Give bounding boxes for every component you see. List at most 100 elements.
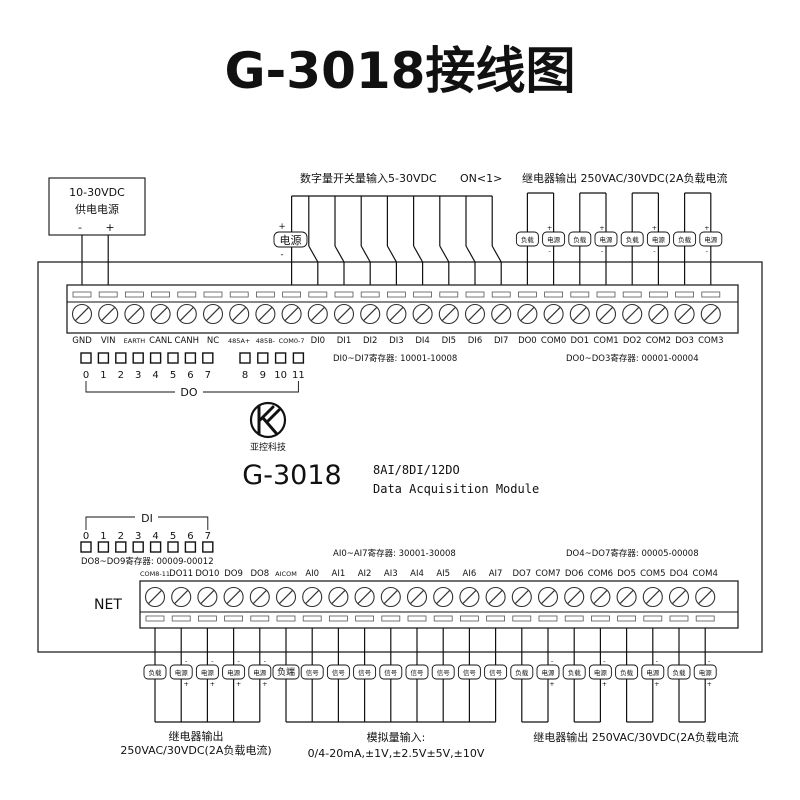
analog-signal-chip: 信号 [431,664,455,680]
top-chip-plus-sign: + [652,224,657,232]
top-chip-minus-sign: - [653,247,656,255]
bottom-chip-plus-sign: + [183,680,188,688]
top-terminal-screw [543,303,564,325]
do-dip-switch[interactable] [97,352,110,364]
do-dip-switch[interactable] [167,352,179,364]
svg-text:电源: 电源 [280,233,302,247]
analog-signal-chip: 信号 [300,664,324,680]
bottom-terminal-screw [354,586,375,608]
svg-text:电源: 电源 [699,668,713,677]
bottom-power-supply-chip: 电源 [248,664,272,680]
top-terminal-label: DI3 [389,336,403,346]
svg-text:负端: 负端 [277,666,295,678]
bottom-terminal-label: AI6 [463,569,477,579]
svg-text:电源: 电源 [594,668,608,677]
do-dip-switch[interactable] [239,352,251,364]
di-dip-switch[interactable] [115,541,127,553]
bottom-terminal-label: DO5 [617,569,636,579]
top-terminal-screw [176,303,197,325]
svg-text:负载: 负载 [149,668,163,677]
bottom-chip-minus-sign: - [264,657,267,665]
top-terminal-screw [124,303,145,325]
bottom-terminal-screw [171,586,192,608]
company-logo: 亚控科技 [249,401,287,453]
do-dip-switch[interactable] [132,352,144,364]
svg-text:电源: 电源 [547,235,561,244]
di-dip-number: 4 [152,531,158,542]
top-terminal-label: 485A+ [228,337,250,345]
do-dip-switch[interactable] [149,352,162,364]
bottom-load-chip: 负载 [667,664,691,680]
do-dip-switch[interactable] [115,352,127,364]
svg-text:负载: 负载 [573,235,587,244]
top-power-plus: + [278,222,285,232]
do-dip-number: 10 [274,370,287,381]
top-terminal-screw [281,303,302,325]
bottom-terminal-screw [564,586,585,608]
di-dip-switch[interactable] [184,541,197,553]
top-terminal-screw [412,303,433,325]
register-do8-9: DO8~DO9寄存器: 00009-00012 [81,556,214,567]
top-terminal-label: 485B- [256,337,276,345]
di-dip-switch[interactable] [167,541,179,553]
power-voltage: 10-30VDC [69,186,125,199]
top-load-chip: 负载 [515,231,539,247]
bottom-terminal-screw [537,586,559,608]
top-terminal-screw [569,303,590,325]
bottom-chip-minus-sign: - [211,657,214,665]
bottom-chips: 负载电源-+电源-+电源-+电源-+负端信号信号信号信号信号信号信号信号负载电源… [143,657,717,688]
do-dip-number: 11 [292,370,305,381]
top-terminal-label: COM1 [593,336,618,346]
top-terminal-screw [150,303,171,325]
bottom-load-chip: 负载 [510,664,534,680]
do-dip-switch[interactable] [184,352,197,364]
top-terminal-label: DI2 [363,336,377,346]
analog-signal-chip: 信号 [405,664,429,680]
bottom-terminal-label: AI5 [436,569,450,579]
bottom-terminal-label: AI4 [410,569,424,579]
relay-output-caption-top: 继电器输出 250VAC/30VDC(2A负载电流 [522,171,728,185]
do-dip-number: 0 [83,370,89,381]
bottom-terminal-label: COM5 [640,569,665,579]
di-dip-switch[interactable] [132,541,144,553]
do-dip-switch[interactable] [257,352,269,364]
bottom-chip-minus-sign: - [551,657,554,665]
top-terminal-label: DI4 [415,336,429,346]
di-dip-switch[interactable] [149,541,162,553]
do-dip-switch[interactable] [292,352,305,364]
do-dip-number: 9 [260,370,266,381]
do-dip-number: 7 [205,370,211,381]
svg-text:电源: 电源 [542,668,556,677]
do-dip-number: 6 [187,370,193,381]
di-dip-switch[interactable] [97,541,110,553]
relay-caption-right: 继电器输出 250VAC/30VDC(2A负载电流 [533,730,739,744]
bottom-terminal-screw [223,586,244,608]
do-dip-number: 8 [242,370,248,381]
di-dip-switch[interactable] [202,541,214,553]
do-dip-switch[interactable] [202,352,214,364]
do-dip-number: 1 [100,370,106,381]
di-dip-number: 5 [170,531,176,542]
bottom-terminal-label: AICOM [275,570,297,578]
bottom-terminal-label: AI7 [489,569,503,579]
bottom-power-supply-chip: 电源 [641,664,665,680]
top-chip-plus-sign: + [704,224,709,232]
svg-text:电源: 电源 [201,668,215,677]
do-dip-switch[interactable] [80,352,92,364]
bottom-terminal-label: DO11 [169,569,193,579]
net-label: NET [94,597,122,613]
bottom-terminal-label: AI3 [384,569,398,579]
do-dip-switch[interactable] [274,352,287,364]
bottom-terminal-screw [668,586,690,608]
svg-text:信号: 信号 [437,668,451,677]
bottom-chip-minus-sign: - [237,657,240,665]
bottom-load-chip: 负载 [562,664,586,680]
top-chip-minus-sign: - [706,247,709,255]
bottom-power-supply-chip: 电源 [222,664,246,680]
di-dip-switch[interactable] [80,541,92,553]
bottom-power-supply-chip: 电源 [169,664,193,680]
logo-company-name: 亚控科技 [250,441,286,453]
top-chip-minus-sign: - [548,247,551,255]
